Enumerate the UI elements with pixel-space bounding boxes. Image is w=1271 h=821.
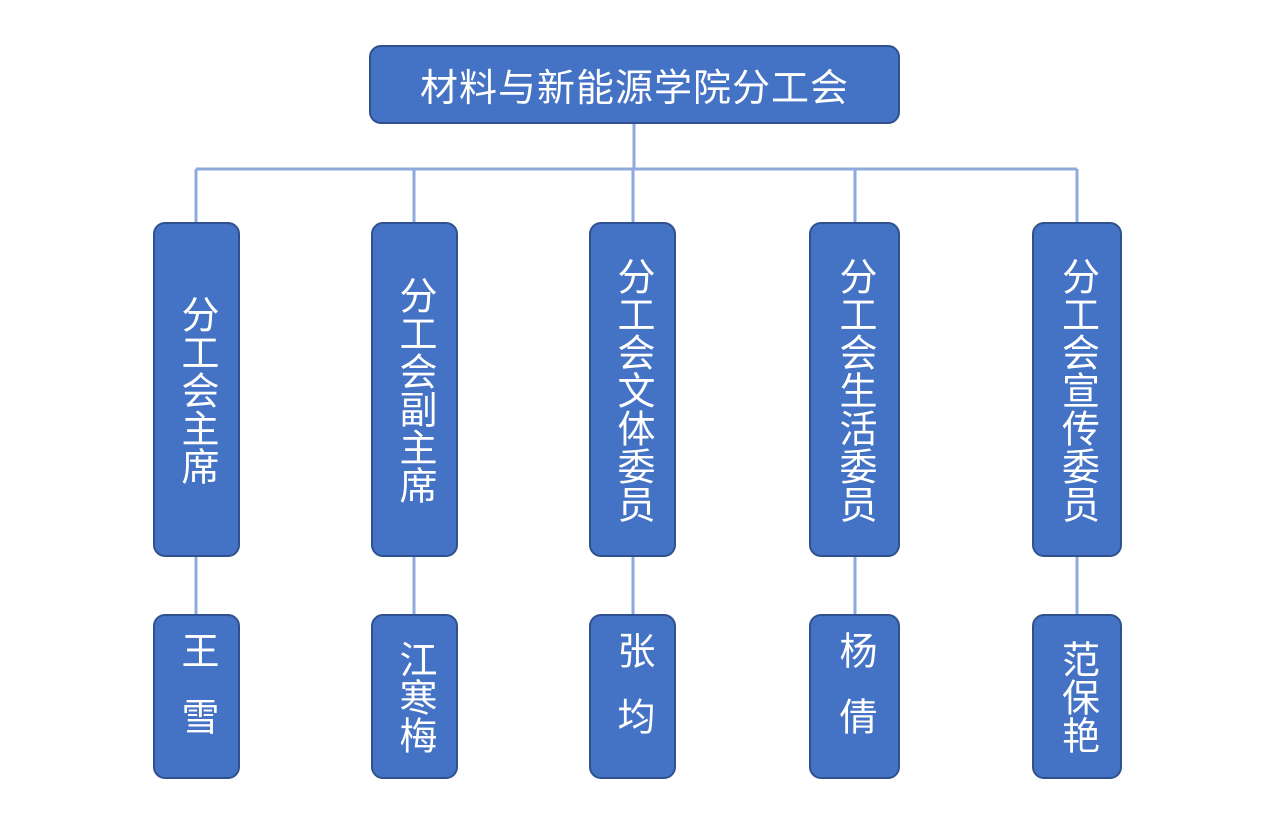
role-node-life: 分工会生活委员 <box>809 222 900 557</box>
role-label: 分工会宣传委员 <box>1055 256 1100 523</box>
member-name: 张均 <box>611 630 656 763</box>
role-label: 分工会文体委员 <box>611 256 656 523</box>
member-name: 杨倩 <box>833 630 878 763</box>
root-label: 材料与新能源学院分工会 <box>419 66 849 110</box>
role-node-vice-chair: 分工会副主席 <box>371 222 458 557</box>
role-node-publicity: 分工会宣传委员 <box>1032 222 1122 557</box>
root-node: 材料与新能源学院分工会 <box>369 45 900 124</box>
role-node-culture-sports: 分工会文体委员 <box>589 222 676 557</box>
role-label: 分工会主席 <box>175 294 220 485</box>
role-node-chair: 分工会主席 <box>153 222 240 557</box>
member-node-publicity: 范保艳 <box>1032 614 1122 779</box>
member-node-life: 杨倩 <box>809 614 900 779</box>
member-name: 范保艳 <box>1055 639 1100 754</box>
role-label: 分工会生活委员 <box>833 256 878 523</box>
role-label: 分工会副主席 <box>393 275 438 504</box>
member-node-chair: 王雪 <box>153 614 240 779</box>
member-name: 王雪 <box>175 630 220 763</box>
member-name: 江寒梅 <box>393 639 438 754</box>
member-node-culture-sports: 张均 <box>589 614 676 779</box>
member-node-vice-chair: 江寒梅 <box>371 614 458 779</box>
